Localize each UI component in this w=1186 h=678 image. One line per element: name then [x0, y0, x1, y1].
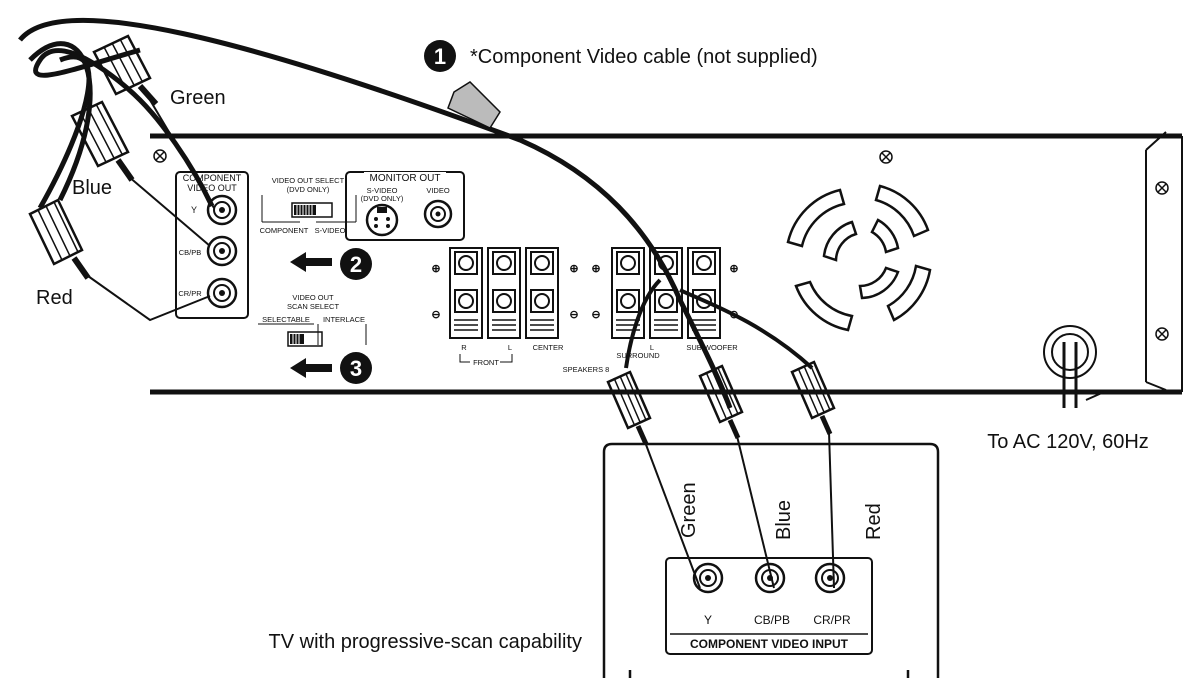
- component-jack-cb-pb[interactable]: [206, 235, 238, 267]
- power-label: To AC 120V, 60Hz: [987, 431, 1149, 453]
- tv-side-plugs: [606, 360, 836, 589]
- video-out-select-label-line2: (DVD ONLY): [287, 185, 330, 194]
- rca-plug-green: [92, 34, 215, 209]
- composite-video-jack[interactable]: [423, 199, 453, 229]
- video-out-select-label-line1: VIDEO OUT SELECT: [272, 176, 345, 185]
- subwoofer-label: SUB WOOFER: [686, 343, 738, 352]
- plus-symbol: ⊕: [431, 263, 440, 275]
- rca-plug-red-tv: [790, 360, 836, 589]
- minus-symbol: ⊖: [591, 309, 600, 321]
- monitor-out-block: MONITOR OUT S-VIDEO (DVD ONLY) VIDEO: [345, 171, 465, 241]
- jack-cb-pb-label: CB/PB: [179, 248, 202, 257]
- cable-label-red-tv: Red: [863, 503, 885, 540]
- tv-input-label: COMPONENT VIDEO INPUT: [690, 637, 849, 651]
- tv-jack-cr-pr-label: CR/PR: [813, 613, 851, 627]
- scan-select-label-line2: SCAN SELECT: [287, 302, 340, 311]
- step1-number: 1: [434, 44, 446, 69]
- fan-grille: [786, 184, 932, 332]
- switch-s-video-label: S-VIDEO: [315, 226, 346, 235]
- screw-icon: [153, 149, 167, 163]
- screw-icon: [879, 150, 893, 164]
- tv-jack-cb-pb[interactable]: [754, 562, 786, 594]
- minus-symbol: ⊖: [431, 309, 440, 321]
- component-out-label-line2: VIDEO OUT: [187, 183, 237, 193]
- tv-jack-y[interactable]: [692, 562, 724, 594]
- component-out-label-line1: COMPONENT: [183, 173, 242, 183]
- speaker-terminal[interactable]: [687, 247, 721, 339]
- s-video-jack[interactable]: [365, 203, 399, 237]
- front-l-label: L: [508, 343, 512, 352]
- tv-rear-panel: Y CB/PB CR/PR COMPONENT VIDEO INPUT: [602, 442, 940, 678]
- rca-plug-red: [28, 198, 211, 322]
- jack-y-label: Y: [191, 205, 197, 215]
- component-jack-cr-pr[interactable]: [206, 277, 238, 309]
- cable-label-blue-player: Blue: [72, 177, 112, 199]
- step2-indicator: 2: [290, 248, 372, 280]
- video-out-select-switch[interactable]: [291, 202, 333, 218]
- power-cord: [1043, 325, 1146, 408]
- component-video-out-block: COMPONENT VIDEO OUT Y CB/PB CR/PR: [175, 171, 249, 319]
- component-jack-y[interactable]: [206, 194, 238, 226]
- scan-select-switch-block: VIDEO OUT SCAN SELECT SELECTABLE INTERLA…: [258, 293, 367, 347]
- tv-caption: TV with progressive-scan capability: [269, 631, 582, 653]
- jack-cr-pr-label: CR/PR: [178, 289, 202, 298]
- switch-selectable-label: SELECTABLE: [262, 315, 310, 324]
- cable-label-green-tv: Green: [678, 482, 700, 538]
- monitor-out-label: MONITOR OUT: [370, 173, 441, 184]
- tv-jack-cb-pb-label: CB/PB: [754, 613, 790, 627]
- speaker-terminal[interactable]: [611, 247, 645, 339]
- switch-component-label: COMPONENT: [260, 226, 309, 235]
- switch-interlace-label: INTERLACE: [323, 315, 365, 324]
- scan-select-label-line1: VIDEO OUT: [292, 293, 334, 302]
- plus-symbol: ⊕: [591, 263, 600, 275]
- surround-label: SURROUND: [616, 351, 660, 360]
- video-jack-label: VIDEO: [426, 186, 450, 195]
- minus-symbol: ⊖: [569, 309, 578, 321]
- cable-label-red-player: Red: [36, 287, 73, 309]
- speakers-label: SPEAKERS 8: [563, 365, 610, 374]
- surround-l-label: L: [650, 343, 654, 352]
- screw-icon: [1155, 327, 1169, 341]
- tv-jack-y-label: Y: [704, 613, 712, 627]
- rca-plug-blue-tv: [698, 364, 775, 589]
- front-r-label: R: [461, 343, 467, 352]
- step2-number: 2: [350, 252, 362, 277]
- cable-direction-arrow: [447, 81, 501, 129]
- step3-number: 3: [350, 356, 362, 381]
- plus-symbol: ⊕: [569, 263, 578, 275]
- speaker-terminal[interactable]: [487, 247, 521, 339]
- step1-indicator: 1: [424, 40, 456, 72]
- tv-jack-cr-pr[interactable]: [814, 562, 846, 594]
- player-rear-panel: COMPONENT VIDEO OUT Y CB/PB CR/PR VIDEO …: [150, 131, 1183, 408]
- scan-select-switch[interactable]: [287, 331, 323, 347]
- screw-icon: [1155, 181, 1169, 195]
- cable-label-green-player: Green: [170, 87, 226, 109]
- cable-label-blue-tv: Blue: [773, 500, 795, 540]
- video-out-select-switch-block: VIDEO OUT SELECT (DVD ONLY) COMPONENT S-…: [260, 176, 357, 235]
- s-video-label-line2: (DVD ONLY): [361, 194, 404, 203]
- step3-indicator: 3: [290, 352, 372, 384]
- front-label: FRONT: [473, 358, 499, 367]
- s-video-label-line1: S-VIDEO: [367, 186, 398, 195]
- speaker-terminal[interactable]: [525, 247, 559, 339]
- speaker-terminal[interactable]: [449, 247, 483, 339]
- component-video-cable: [18, 17, 814, 409]
- plus-symbol: ⊕: [729, 263, 738, 275]
- rca-plug-green-tv: [606, 370, 701, 589]
- center-label: CENTER: [533, 343, 564, 352]
- cable-note: *Component Video cable (not supplied): [470, 46, 818, 68]
